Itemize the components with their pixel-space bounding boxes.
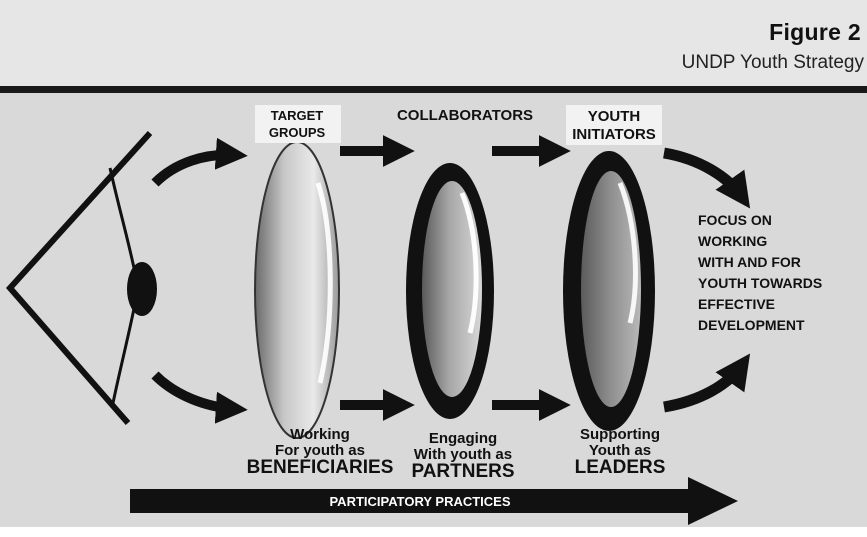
header-divider: [0, 86, 867, 93]
participatory-practices-label: PARTICIPATORY PRACTICES: [329, 494, 510, 509]
target-groups-label-bg: [255, 105, 341, 143]
label-collaborators: COLLABORATORS: [397, 107, 533, 124]
label-leaders-line3: LEADERS: [575, 457, 666, 478]
label-youth-initiators-line2: INITIATORS: [572, 126, 656, 143]
label-beneficiaries-line2: For youth as: [275, 442, 365, 459]
label-beneficiaries-line1: Working: [290, 426, 350, 443]
eye-upper-arrow: [151, 137, 248, 187]
arrow-to-focus-lower: [663, 353, 751, 413]
focus-text-line3: WITH AND FOR: [698, 254, 801, 270]
focus-text-line5: EFFECTIVE: [698, 296, 775, 312]
focus-text-line1: FOCUS ON: [698, 212, 772, 228]
focus-text-line4: YOUTH TOWARDS: [698, 275, 822, 291]
arrow-to-focus-upper: [663, 147, 751, 209]
figure-header: Figure 2 UNDP Youth Strategy: [0, 0, 867, 86]
lens-youth-initiators: [563, 151, 655, 431]
lens-target-groups: [254, 141, 340, 439]
label-partners-line2: With youth as: [414, 446, 512, 463]
focus-text-line6: DEVELOPMENT: [698, 317, 805, 333]
eye-icon: [5, 130, 157, 425]
figure-number: Figure 2: [769, 19, 861, 45]
lens-collaborators: [406, 163, 494, 419]
focus-text-line2: WORKING: [698, 233, 767, 249]
figure-title: UNDP Youth Strategy: [681, 52, 864, 73]
eye-lower-arrow: [151, 371, 248, 424]
label-leaders-line1: Supporting: [580, 426, 660, 443]
participatory-practices-arrow: PARTICIPATORY PRACTICES: [130, 477, 738, 525]
label-partners-line1: Engaging: [429, 430, 497, 447]
label-partners-line3: PARTNERS: [411, 461, 514, 482]
label-target-groups-line2: GROUPS: [269, 125, 326, 140]
label-beneficiaries-line3: BENEFICIARIES: [247, 457, 394, 478]
label-leaders-line2: Youth as: [589, 442, 651, 459]
youth-initiators-label-bg: [566, 105, 662, 145]
youth-strategy-diagram: TARGET GROUPS COLLABORATORS YOUTH INITIA…: [0, 93, 867, 537]
diagram-bottom-margin: [0, 527, 867, 537]
label-youth-initiators-line1: YOUTH: [588, 108, 641, 125]
label-target-groups-line1: TARGET: [271, 108, 324, 123]
